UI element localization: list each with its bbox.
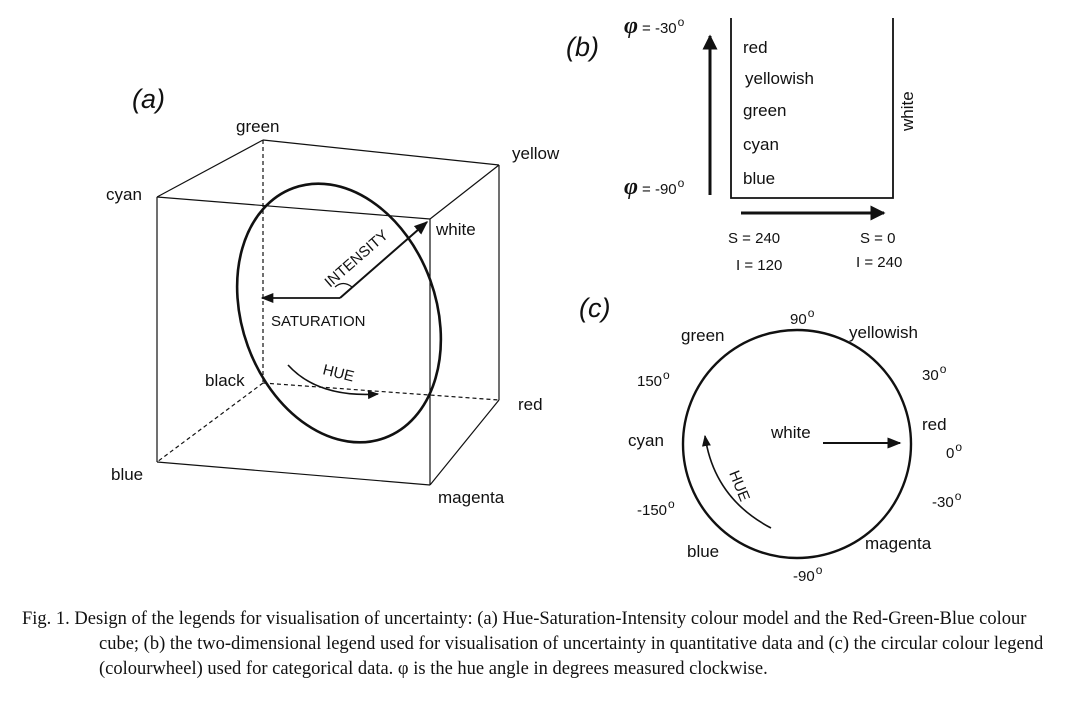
legend-row-cyan: cyan xyxy=(743,135,779,154)
panel-b: (b) φ= -30o φ= -90o red yellowish green … xyxy=(566,13,917,274)
figure-caption: Fig. 1. Design of the legends for visual… xyxy=(22,607,1054,682)
i-right-label: I = 240 xyxy=(856,254,902,271)
panel-c-label: (c) xyxy=(579,293,610,323)
panel-b-label: (b) xyxy=(566,32,599,62)
colour-wheel xyxy=(681,328,913,560)
vertex-red: red xyxy=(518,395,543,414)
phi-bottom-label: φ= -90o xyxy=(624,174,685,200)
phi-top-label: φ= -30o xyxy=(624,13,685,39)
saturation-label: SATURATION xyxy=(271,313,365,330)
wheel-blue: blue xyxy=(687,542,719,561)
angle-minus-30: -30o xyxy=(932,489,962,511)
intensity-arrow xyxy=(339,221,429,299)
hue-arc-arrow xyxy=(702,434,772,529)
angle-minus-150: -150o xyxy=(637,497,675,519)
vertex-white: white xyxy=(435,220,476,239)
s-right-label: S = 0 xyxy=(860,230,895,247)
caption-text: Fig. 1. Design of the legends for visual… xyxy=(22,609,1044,679)
vertex-green: green xyxy=(236,117,279,136)
legend-white-label: white xyxy=(898,91,917,132)
angle-150: 150o xyxy=(637,368,670,390)
wheel-cyan: cyan xyxy=(628,431,664,450)
wheel-yellowish: yellowish xyxy=(849,323,918,342)
panel-a-label: (a) xyxy=(132,84,165,114)
legend-row-red: red xyxy=(743,38,768,57)
i-left-label: I = 120 xyxy=(736,257,782,274)
figure: (a) green yellow cyan white black red xyxy=(106,13,962,585)
panel-c: (c) white HUE green yellowish red cyan b… xyxy=(579,293,962,585)
angle-30: 30o xyxy=(922,362,947,384)
vertex-black: black xyxy=(205,371,245,390)
vertex-yellow: yellow xyxy=(512,144,560,163)
angle-90: 90o xyxy=(790,306,815,328)
legend-row-green: green xyxy=(743,101,786,120)
angle-0: 0o xyxy=(946,440,962,462)
angle-minus-90: -90o xyxy=(793,563,823,585)
vertex-cyan: cyan xyxy=(106,185,142,204)
wheel-red: red xyxy=(922,415,947,434)
wheel-green: green xyxy=(681,326,724,345)
intensity-label: INTENSITY xyxy=(321,227,391,291)
hue-arrow xyxy=(287,364,380,400)
legend-box xyxy=(730,18,894,199)
legend-row-yellowish: yellowish xyxy=(745,69,814,88)
vertex-blue: blue xyxy=(111,465,143,484)
hue-label-c: HUE xyxy=(725,468,753,504)
rgb-cube xyxy=(156,139,500,486)
panel-a: (a) green yellow cyan white black red xyxy=(106,84,560,507)
wheel-magenta: magenta xyxy=(865,534,932,553)
hue-label-a: HUE xyxy=(321,361,356,385)
vertex-magenta: magenta xyxy=(438,488,505,507)
angle-arc xyxy=(334,282,353,288)
wheel-centre-white: white xyxy=(770,423,811,442)
legend-row-blue: blue xyxy=(743,169,775,188)
hsi-ellipse xyxy=(235,182,443,444)
s-left-label: S = 240 xyxy=(728,230,780,247)
